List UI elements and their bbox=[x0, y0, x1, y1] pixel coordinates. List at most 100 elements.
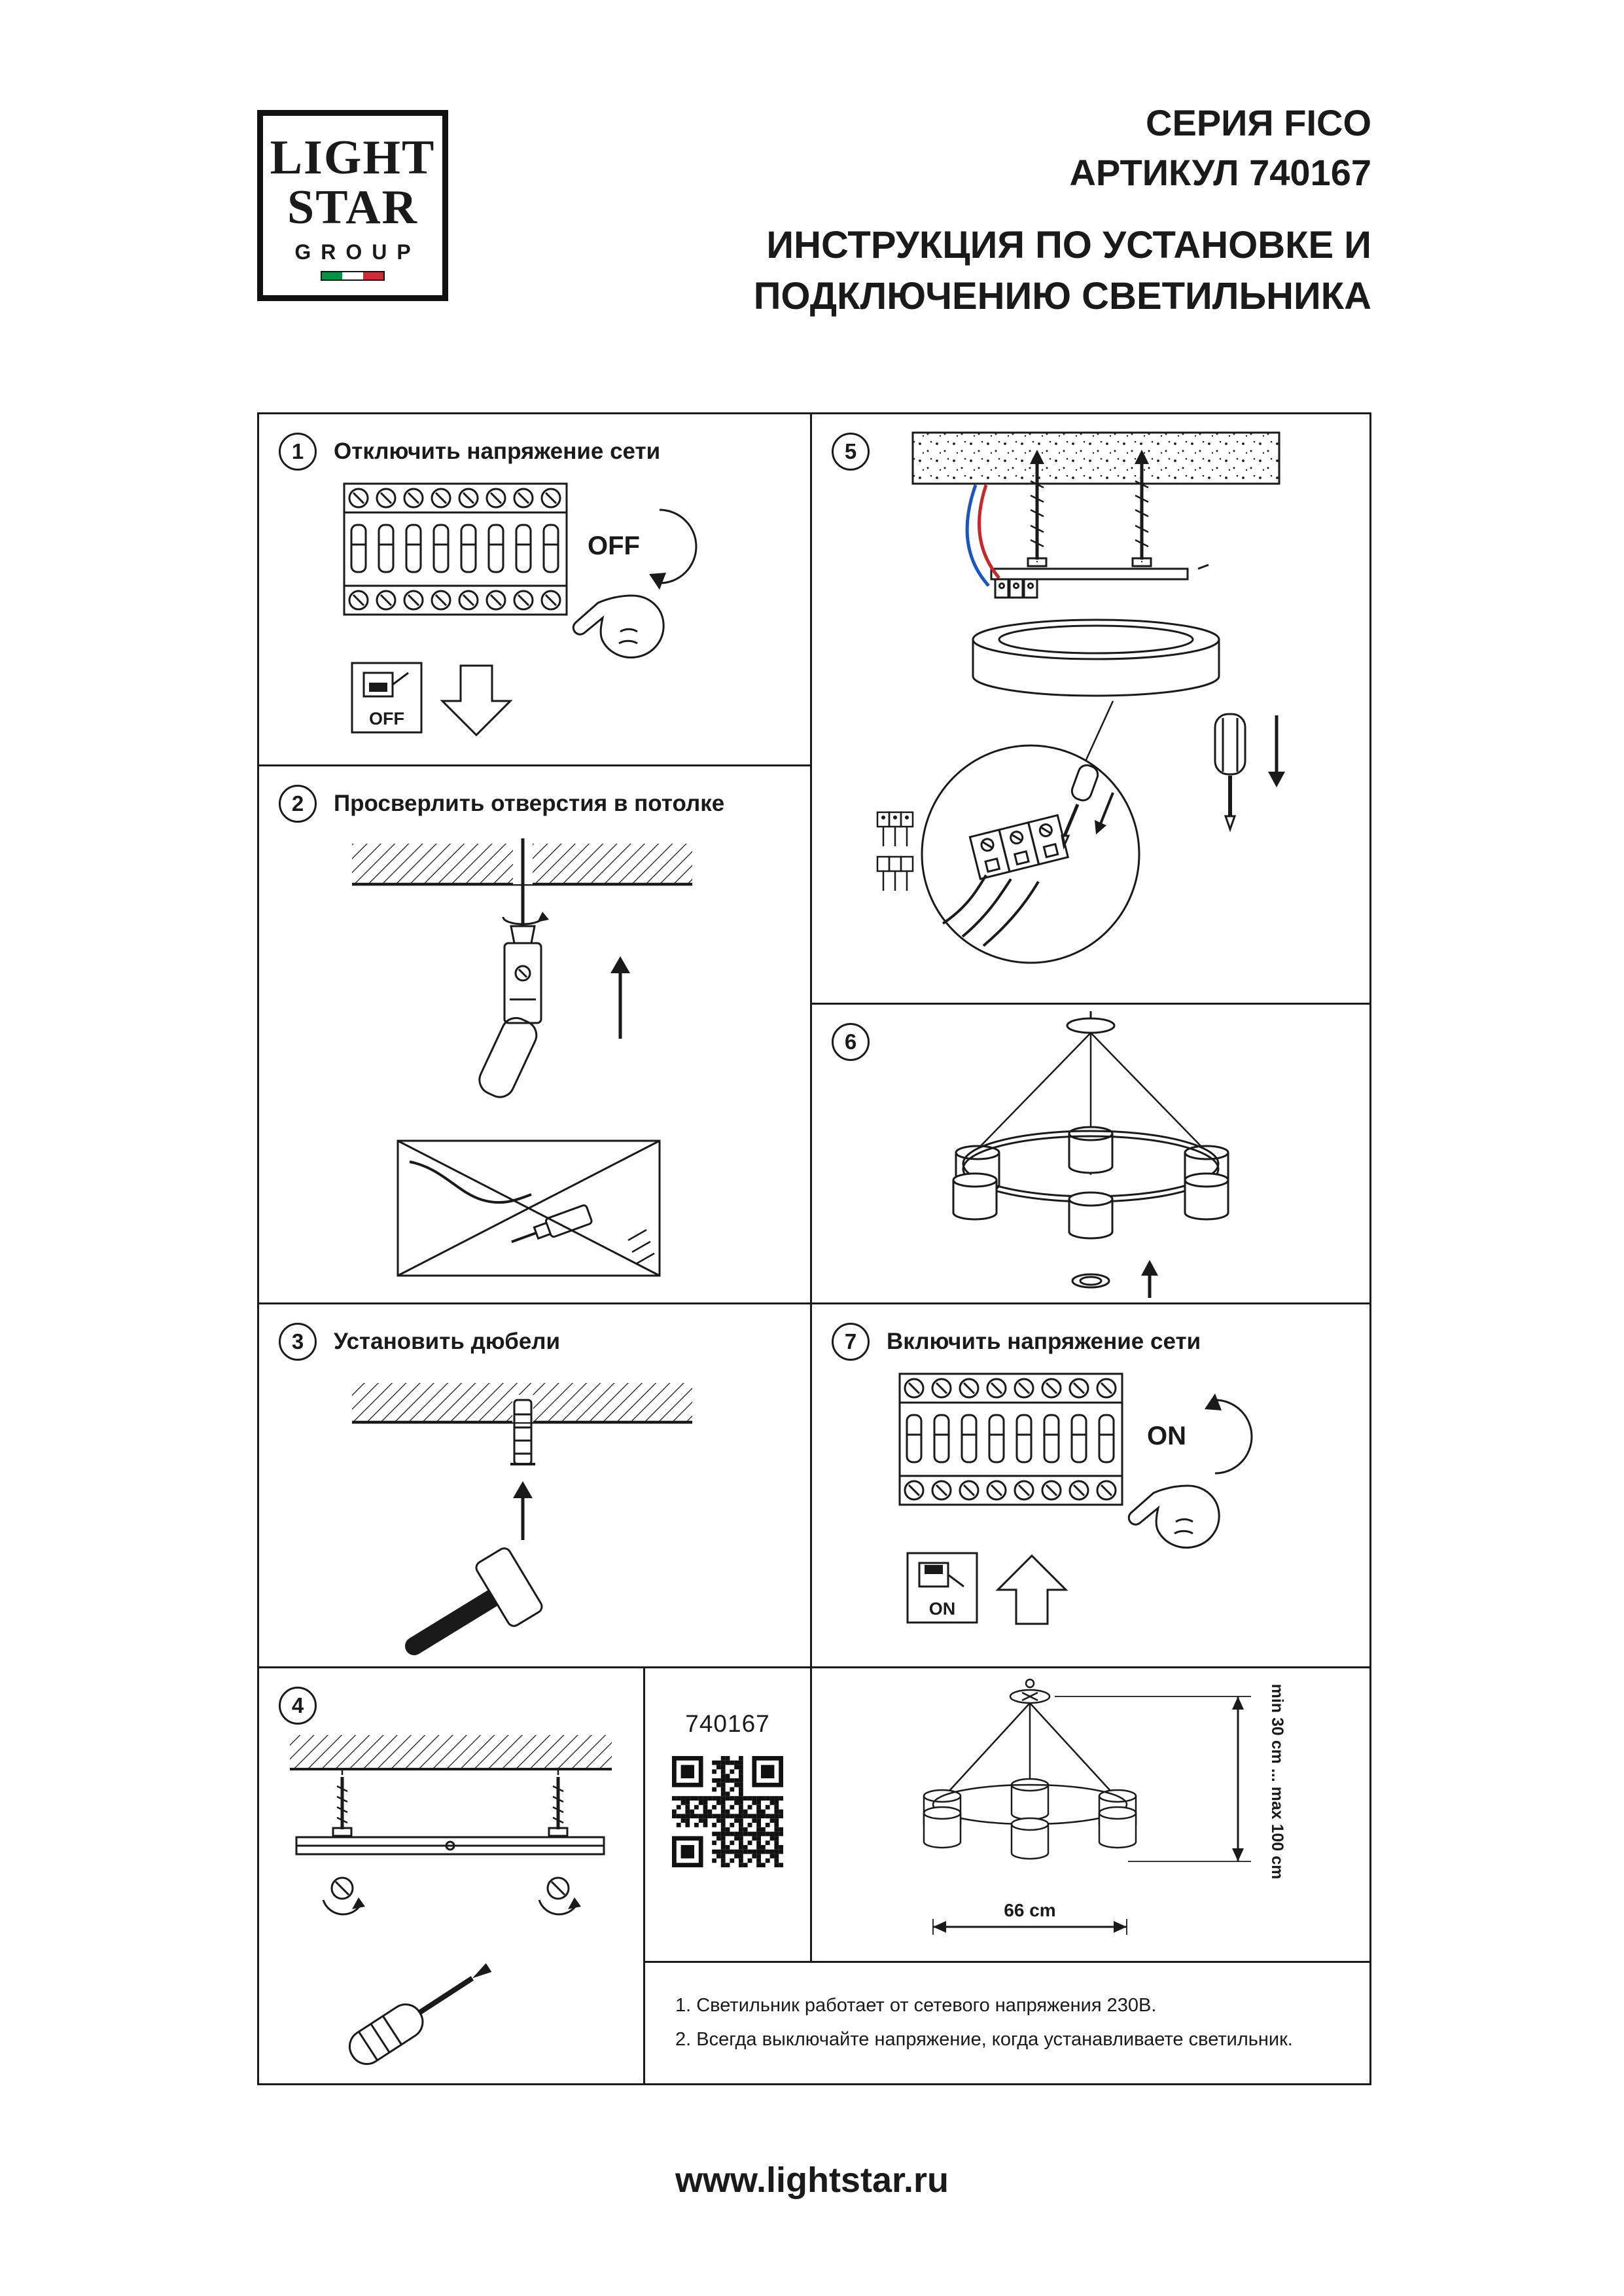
step-3-label: Установить дюбели bbox=[334, 1329, 561, 1354]
connection-detail-zoom bbox=[921, 700, 1140, 964]
step-6-number-badge: 6 bbox=[832, 1023, 870, 1061]
step-7-number-badge: 7 bbox=[832, 1323, 870, 1361]
wire-blue bbox=[965, 484, 990, 587]
lightstar-logo: LIGHT STAR GROUP bbox=[257, 110, 448, 301]
height-dimension: min 30 cm ... max 100 cm bbox=[1055, 1684, 1286, 1880]
power-off-switch-icon: OFF bbox=[351, 662, 423, 734]
step-panel-3: 3 Установить дюбели bbox=[259, 1304, 812, 1668]
terminal-block bbox=[994, 578, 1038, 599]
logo-text-light: LIGHT bbox=[270, 131, 436, 185]
step-panel-2: 2 Просверлить отверстия в потолке bbox=[259, 766, 812, 1304]
step-2-header: 2 Просверлить отверстия в потолке bbox=[279, 785, 724, 823]
step-2-illustration bbox=[352, 838, 692, 1277]
mounting-bracket bbox=[295, 1836, 605, 1856]
hammer-icon bbox=[405, 1547, 543, 1655]
chandelier-assembly bbox=[952, 1011, 1229, 1240]
note-line-1: 1. Светильник работает от сетевого напря… bbox=[675, 1995, 1157, 2017]
article-number: АРТИКУЛ 740167 bbox=[1069, 152, 1371, 193]
ceiling-hatch bbox=[290, 1735, 612, 1770]
mounting-screw-icon bbox=[1131, 450, 1152, 567]
step-3-illustration bbox=[352, 1383, 692, 1655]
qr-code bbox=[672, 1756, 783, 1867]
screw-turn-icon bbox=[538, 1876, 581, 1916]
step-3-header: 3 Установить дюбели bbox=[279, 1323, 560, 1361]
step-panel-7: 7 Включить напряжение сети bbox=[812, 1304, 1369, 1668]
step-4-illustration bbox=[290, 1735, 612, 2065]
switch-on-text: ON bbox=[929, 1599, 956, 1619]
step-5-illustration bbox=[876, 431, 1285, 964]
step-7-header: 7 Включить напряжение сети bbox=[832, 1323, 1201, 1361]
dimensions-illustration: min 30 cm ... max 100 cm 66 cm bbox=[923, 1678, 1286, 1935]
dowel-icon bbox=[510, 1399, 535, 1465]
breaker-off-label: OFF bbox=[588, 531, 640, 560]
down-arrow-icon bbox=[1268, 715, 1285, 787]
chandelier-outline bbox=[923, 1678, 1137, 1860]
logo-text-star: STAR bbox=[287, 181, 418, 234]
step-4-number-badge: 4 bbox=[279, 1687, 317, 1725]
power-on-switch-icon: ON bbox=[906, 1552, 978, 1624]
hand-icon bbox=[572, 594, 665, 659]
screwdriver-icon bbox=[1214, 713, 1246, 833]
small-drill-icon bbox=[511, 1204, 593, 1244]
canopy bbox=[972, 619, 1220, 697]
website-url: www.lightstar.ru bbox=[675, 2161, 949, 2200]
step-1-number-badge: 1 bbox=[279, 433, 317, 471]
mini-screwdriver-icon bbox=[1061, 764, 1099, 850]
screw-icon bbox=[332, 1777, 353, 1837]
switch-off-text: OFF bbox=[369, 709, 404, 728]
lamp-shade bbox=[1068, 1191, 1114, 1240]
turn-off-arrow-icon bbox=[649, 509, 697, 590]
height-range-label: min 30 cm ... max 100 cm bbox=[1268, 1684, 1286, 1880]
dimensions-panel: min 30 cm ... max 100 cm 66 cm bbox=[812, 1668, 1369, 1963]
screw-turn-icon bbox=[322, 1876, 365, 1916]
step-6-header: 6 bbox=[832, 1023, 870, 1061]
circuit-breaker-illustration bbox=[343, 482, 568, 616]
step-6-illustration bbox=[952, 1011, 1229, 1298]
step-2-label: Просверлить отверстия в потолке bbox=[334, 791, 725, 816]
stripped-wires bbox=[942, 874, 1040, 947]
note-line-2: 2. Всегда выключайте напряжение, когда у… bbox=[675, 2029, 1293, 2050]
lamp-shade bbox=[1068, 1126, 1114, 1174]
notes-panel: 1. Светильник работает от сетевого напря… bbox=[645, 1963, 1369, 2083]
hidden-wires-warning bbox=[397, 1139, 661, 1277]
width-dimension: 66 cm bbox=[932, 1900, 1127, 1935]
document-title: ИНСТРУКЦИЯ ПО УСТАНОВКЕ И ПОДКЛЮЧЕНИЮ СВ… bbox=[754, 220, 1371, 322]
cable-line bbox=[409, 1160, 532, 1204]
instruction-grid: 1 Отключить напряжение сети bbox=[257, 412, 1371, 2085]
lamp-shade bbox=[1184, 1172, 1229, 1221]
up-arrow-icon bbox=[610, 956, 630, 1039]
up-arrow-icon bbox=[1141, 1260, 1158, 1298]
product-code-panel: 740167 bbox=[645, 1668, 812, 1963]
decorative-ring bbox=[1071, 1273, 1110, 1289]
screw-icon bbox=[548, 1777, 569, 1837]
down-arrow-small-icon bbox=[1095, 792, 1114, 834]
mounting-screw-icon bbox=[1027, 450, 1048, 567]
step-panel-5: 5 bbox=[812, 414, 1369, 1005]
step-1-header: 1 Отключить напряжение сети bbox=[279, 433, 660, 471]
hand-icon bbox=[1127, 1484, 1220, 1549]
terminal-block-detail bbox=[968, 814, 1070, 880]
power-wires bbox=[965, 484, 1000, 587]
turn-on-arrow-icon bbox=[1205, 1393, 1253, 1475]
step-7-illustration: ON ON bbox=[898, 1372, 1253, 1625]
up-arrow-icon bbox=[513, 1481, 533, 1540]
circuit-breaker-illustration bbox=[898, 1372, 1123, 1506]
italian-flag-icon bbox=[321, 271, 385, 281]
lamp-shade bbox=[952, 1172, 998, 1221]
drill-icon bbox=[478, 838, 549, 1098]
step-panel-1: 1 Отключить напряжение сети bbox=[259, 414, 812, 766]
ceiling-slab bbox=[911, 431, 1280, 485]
product-article-number: 740167 bbox=[685, 1710, 770, 1737]
document-header: СЕРИЯ FICO АРТИКУЛ 740167 ИНСТРУКЦИЯ ПО … bbox=[754, 98, 1371, 322]
title-line-2: ПОДКЛЮЧЕНИЮ СВЕТИЛЬНИКА bbox=[753, 275, 1371, 317]
step-5-number-badge: 5 bbox=[832, 433, 870, 471]
step-5-header: 5 bbox=[832, 433, 870, 471]
step-2-number-badge: 2 bbox=[279, 785, 317, 823]
step-1-label: Отключить напряжение сети bbox=[334, 439, 661, 464]
up-arrow-icon bbox=[995, 1554, 1068, 1625]
screwdriver-icon bbox=[348, 1963, 492, 2065]
step-panel-4: 4 bbox=[259, 1668, 645, 2083]
logo-text-group: GROUP bbox=[294, 240, 421, 264]
step-1-illustration: OFF OFF bbox=[343, 482, 697, 737]
